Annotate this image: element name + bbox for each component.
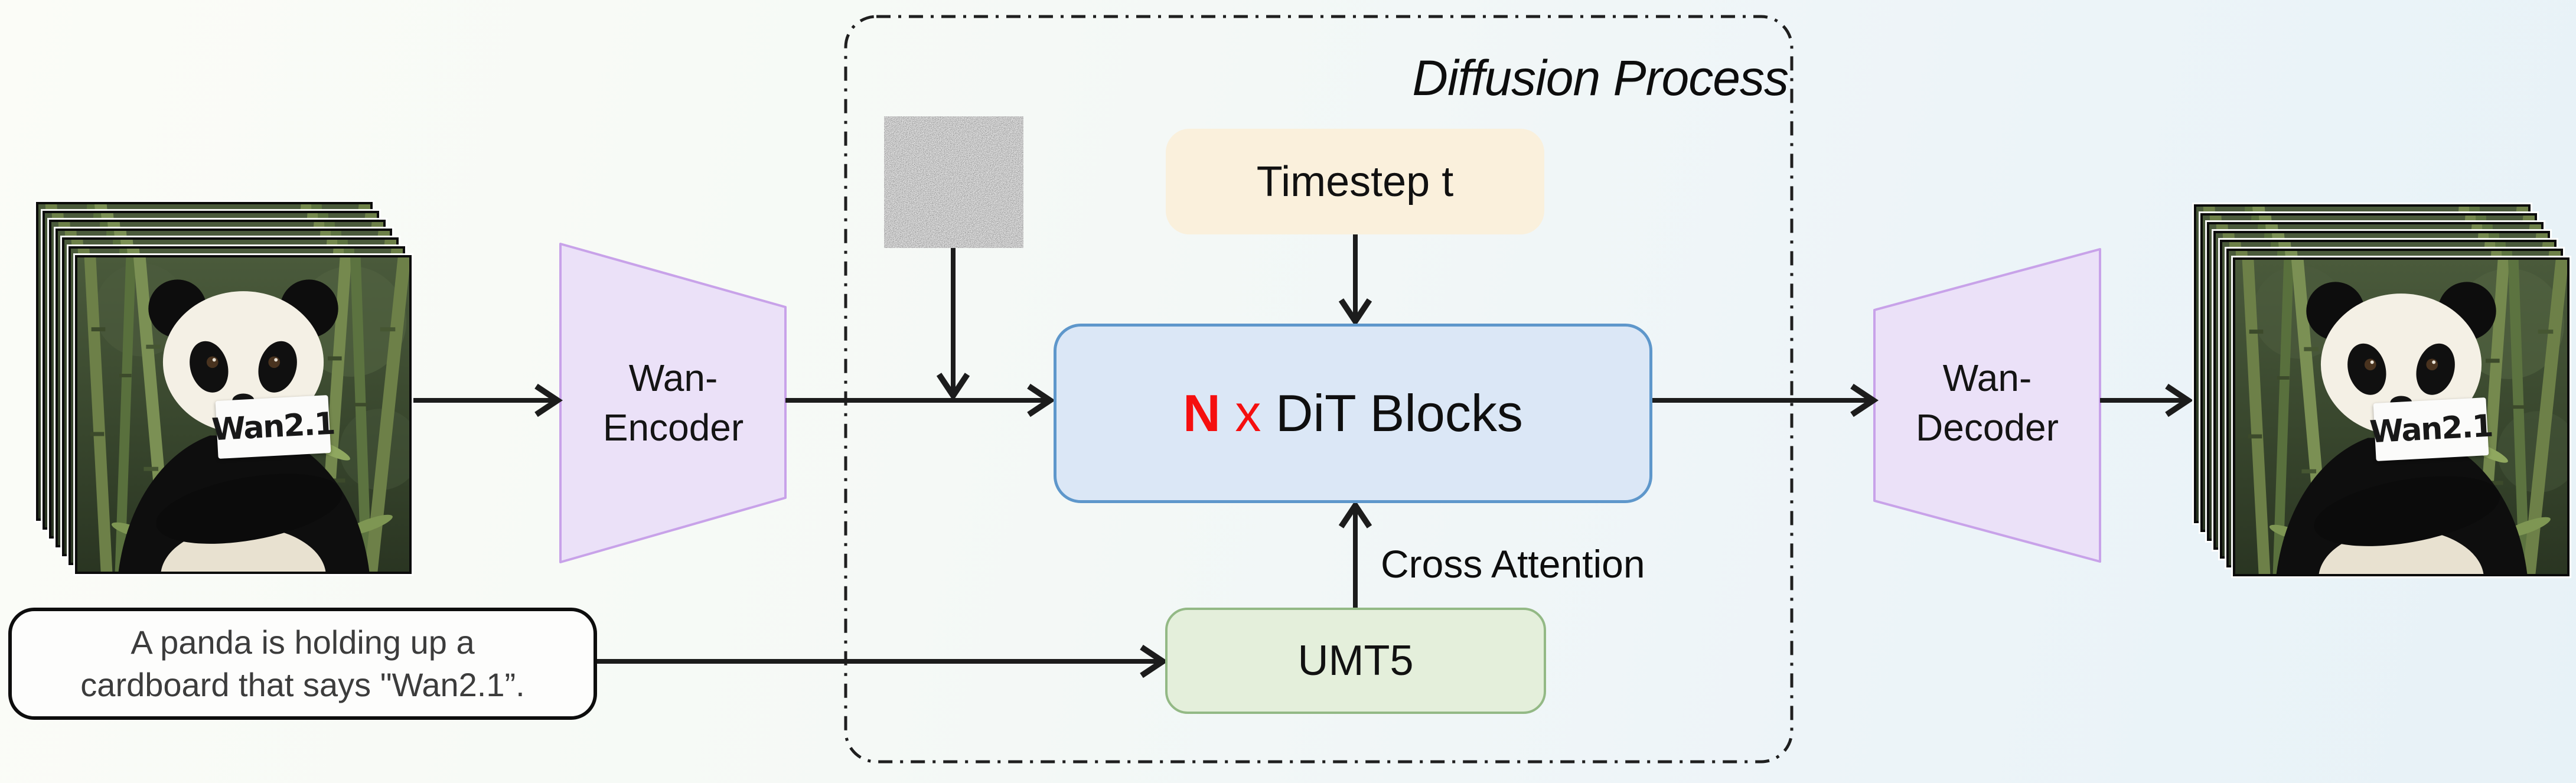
panda-sign: Wan2.1 <box>2369 397 2493 461</box>
arrowhead-dit-to-decoder <box>1850 383 1879 417</box>
umt5-label: UMT5 <box>1297 637 1414 684</box>
panda-sign-text: Wan2.1 <box>2369 408 2493 451</box>
wan-decoder-label-line1: Wan- <box>1942 357 2032 399</box>
wan-decoder-label-line2: Decoder <box>1916 406 2059 449</box>
arrowhead-encoder-to-dit <box>1027 383 1056 417</box>
wan-encoder-label: Wan- Encoder <box>560 353 786 452</box>
arrowhead-cross-attention-up <box>1338 500 1372 528</box>
panda-sign-text: Wan2.1 <box>211 406 335 448</box>
video-frame-front: Wan2.1 <box>2233 257 2570 576</box>
timestep-box: Timestep t <box>1166 129 1544 234</box>
wan-encoder-label-line2: Encoder <box>602 406 744 449</box>
cross-attention-label: Cross Attention <box>1381 542 1645 586</box>
noise-latent-image <box>884 116 1023 248</box>
wan-encoder-label-line1: Wan- <box>628 357 718 399</box>
video-frame-front: Wan2.1 <box>75 255 412 574</box>
arrowhead-prompt-to-umt5 <box>1140 644 1169 678</box>
diffusion-process-boundary <box>844 15 1794 764</box>
arrowhead-decoder-to-video <box>2165 383 2194 417</box>
dit-n-count: N <box>1183 384 1221 442</box>
wan-decoder-label: Wan- Decoder <box>1874 353 2100 452</box>
arrowhead-noise-down <box>936 373 970 402</box>
output-video-frame-stack: Wan2.1 <box>2194 204 2575 582</box>
arrowhead-timestep-down <box>1338 298 1372 327</box>
prompt-line1: A panda is holding up a <box>131 624 475 661</box>
diffusion-process-title: Diffusion Process <box>1412 50 1789 106</box>
umt5-box: UMT5 <box>1165 608 1546 714</box>
panda-sign: Wan2.1 <box>211 395 335 459</box>
prompt-box: A panda is holding up a cardboard that s… <box>8 608 597 720</box>
dit-times-symbol: x <box>1235 384 1261 442</box>
dit-blocks-box: N x DiT Blocks <box>1054 324 1652 503</box>
dit-blocks-label: DiT Blocks <box>1275 384 1523 442</box>
wan-encoder-shape <box>559 243 787 563</box>
timestep-label: Timestep t <box>1256 158 1454 205</box>
input-video-frame-stack: Wan2.1 <box>36 202 418 580</box>
arrowhead-video-to-encoder <box>534 383 563 417</box>
prompt-line2: cardboard that says "Wan2.1”. <box>80 666 525 703</box>
wan-decoder-shape <box>1873 248 2101 563</box>
